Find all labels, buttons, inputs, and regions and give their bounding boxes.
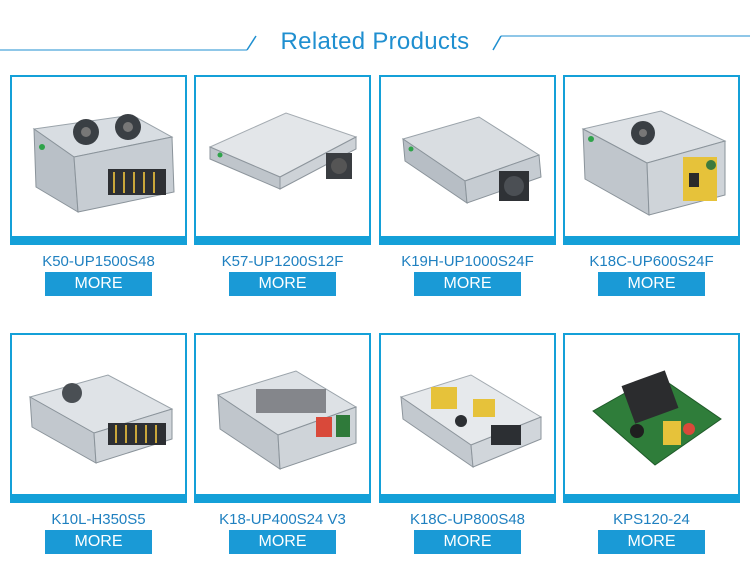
frame-accent-bar bbox=[196, 236, 369, 243]
product-name[interactable]: K50-UP1500S48 bbox=[42, 253, 155, 270]
power-supply-image bbox=[581, 110, 727, 216]
frame-accent-bar bbox=[381, 494, 554, 501]
product-image-frame[interactable] bbox=[194, 75, 371, 245]
more-button[interactable]: MORE bbox=[414, 272, 521, 296]
product-card: K57-UP1200S12F MORE bbox=[194, 75, 371, 296]
product-image-frame[interactable] bbox=[379, 333, 556, 503]
power-supply-image bbox=[399, 374, 543, 469]
frame-accent-bar bbox=[381, 236, 554, 243]
header-decoration bbox=[0, 35, 750, 51]
product-card: K18C-UP600S24F MORE bbox=[563, 75, 740, 296]
product-card: K19H-UP1000S24F MORE bbox=[379, 75, 556, 296]
frame-accent-bar bbox=[565, 236, 738, 243]
product-card: K10L-H350S5 MORE bbox=[10, 333, 187, 554]
product-name[interactable]: K57-UP1200S12F bbox=[221, 253, 344, 270]
more-button[interactable]: MORE bbox=[45, 272, 152, 296]
power-supply-image bbox=[32, 114, 175, 213]
frame-accent-bar bbox=[12, 494, 185, 501]
section-header: Related Products bbox=[0, 0, 750, 70]
product-name[interactable]: K18C-UP800S48 bbox=[409, 511, 526, 528]
power-supply-image bbox=[216, 370, 358, 470]
power-supply-image bbox=[592, 370, 722, 466]
product-card: K50-UP1500S48 MORE bbox=[10, 75, 187, 296]
product-name[interactable]: K19H-UP1000S24F bbox=[401, 253, 534, 270]
power-supply-image bbox=[208, 112, 358, 190]
product-image-frame[interactable] bbox=[194, 333, 371, 503]
more-button[interactable]: MORE bbox=[229, 272, 336, 296]
power-supply-image bbox=[28, 374, 174, 464]
frame-accent-bar bbox=[196, 494, 369, 501]
product-name[interactable]: K10L-H350S5 bbox=[51, 511, 146, 528]
power-supply-image bbox=[401, 116, 542, 205]
product-card: K18-UP400S24 V3 MORE bbox=[194, 333, 371, 554]
product-image-frame[interactable] bbox=[10, 333, 187, 503]
frame-accent-bar bbox=[12, 236, 185, 243]
more-button[interactable]: MORE bbox=[598, 530, 705, 554]
product-image-frame[interactable] bbox=[563, 333, 740, 503]
product-image-frame[interactable] bbox=[379, 75, 556, 245]
product-card: K18C-UP800S48 MORE bbox=[379, 333, 556, 554]
more-button[interactable]: MORE bbox=[229, 530, 336, 554]
product-image-frame[interactable] bbox=[563, 75, 740, 245]
frame-accent-bar bbox=[565, 494, 738, 501]
product-image-frame[interactable] bbox=[10, 75, 187, 245]
more-button[interactable]: MORE bbox=[414, 530, 521, 554]
product-card: KPS120-24 MORE bbox=[563, 333, 740, 554]
product-name[interactable]: K18-UP400S24 V3 bbox=[219, 511, 346, 528]
product-name[interactable]: KPS120-24 bbox=[613, 511, 690, 528]
more-button[interactable]: MORE bbox=[598, 272, 705, 296]
page-title: Related Products bbox=[280, 28, 470, 55]
more-button[interactable]: MORE bbox=[45, 530, 152, 554]
product-name[interactable]: K18C-UP600S24F bbox=[589, 253, 714, 270]
